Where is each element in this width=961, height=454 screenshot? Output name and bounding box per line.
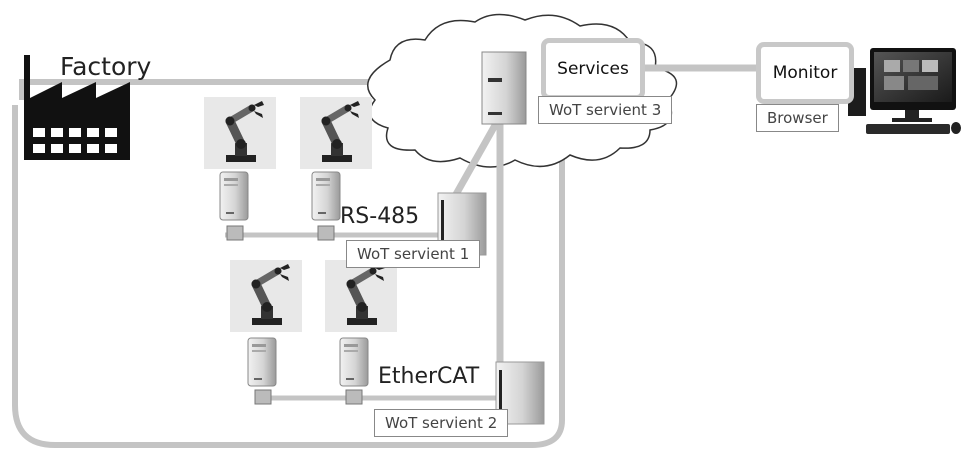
wot-servient-3-box: WoT servient 3 — [538, 96, 673, 124]
bus-tap — [345, 389, 363, 405]
robot-arm-icon — [300, 97, 372, 169]
server-tower-icon — [311, 171, 341, 221]
monitor-label: Monitor — [772, 63, 838, 83]
ethercat-label: EtherCAT — [378, 364, 480, 389]
factory-label: Factory — [60, 52, 152, 81]
rs485-label: RS-485 — [340, 204, 420, 229]
server-tower-icon — [339, 337, 369, 387]
monitor-box: Monitor — [756, 42, 854, 104]
server-tower-icon — [481, 51, 527, 125]
bus-tap — [254, 389, 272, 405]
bus-tap — [226, 225, 244, 241]
services-label: Services — [557, 59, 629, 79]
robot-arm-icon — [204, 97, 276, 169]
wot-servient-2-box: WoT servient 2 — [374, 409, 509, 437]
robot-arm-icon — [325, 260, 397, 332]
robot-arm-icon — [230, 260, 302, 332]
server-tower-icon — [219, 171, 249, 221]
browser-box: Browser — [756, 104, 839, 132]
wot-servient-1-box: WoT servient 1 — [346, 240, 481, 268]
factory-icon — [24, 55, 130, 160]
desktop-computer-icon — [848, 48, 961, 134]
link-wot3-wot1 — [446, 118, 502, 207]
services-box: Services — [541, 38, 645, 100]
bus-tap — [317, 225, 335, 241]
server-tower-icon — [247, 337, 277, 387]
